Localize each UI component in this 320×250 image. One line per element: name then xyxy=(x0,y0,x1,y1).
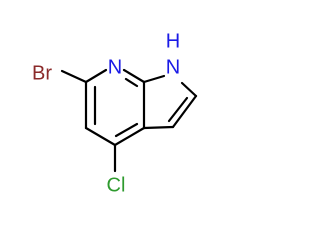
bond-c3a-c4 xyxy=(113,126,146,147)
bond-c2-c3-inner xyxy=(167,96,189,123)
bond-n7-c7a xyxy=(122,68,146,84)
bond-c6-n7 xyxy=(84,68,108,84)
atom-labels: Br N H N Cl xyxy=(32,30,180,196)
bond-c2-c3 xyxy=(171,94,198,129)
bond-c3-c3a xyxy=(142,125,175,130)
bond-c4-c5 xyxy=(84,126,117,147)
pyrrole-nitrogen-label: N xyxy=(166,56,180,78)
chemical-structure: Br N H N Cl xyxy=(32,30,198,196)
bond-n7-c7a-inner xyxy=(124,77,139,88)
bond-n1-c2 xyxy=(180,81,198,98)
bond-c3a-c4-inner xyxy=(114,122,139,138)
bromine-label: Br xyxy=(32,62,52,84)
bond-c6-br xyxy=(60,69,88,84)
chlorine-label: Cl xyxy=(107,174,126,196)
pyridine-nitrogen-label: N xyxy=(108,56,122,78)
bonds xyxy=(60,68,198,173)
pyrrole-nh-hydrogen-label: H xyxy=(166,30,180,52)
bond-c7a-n1 xyxy=(142,74,166,84)
